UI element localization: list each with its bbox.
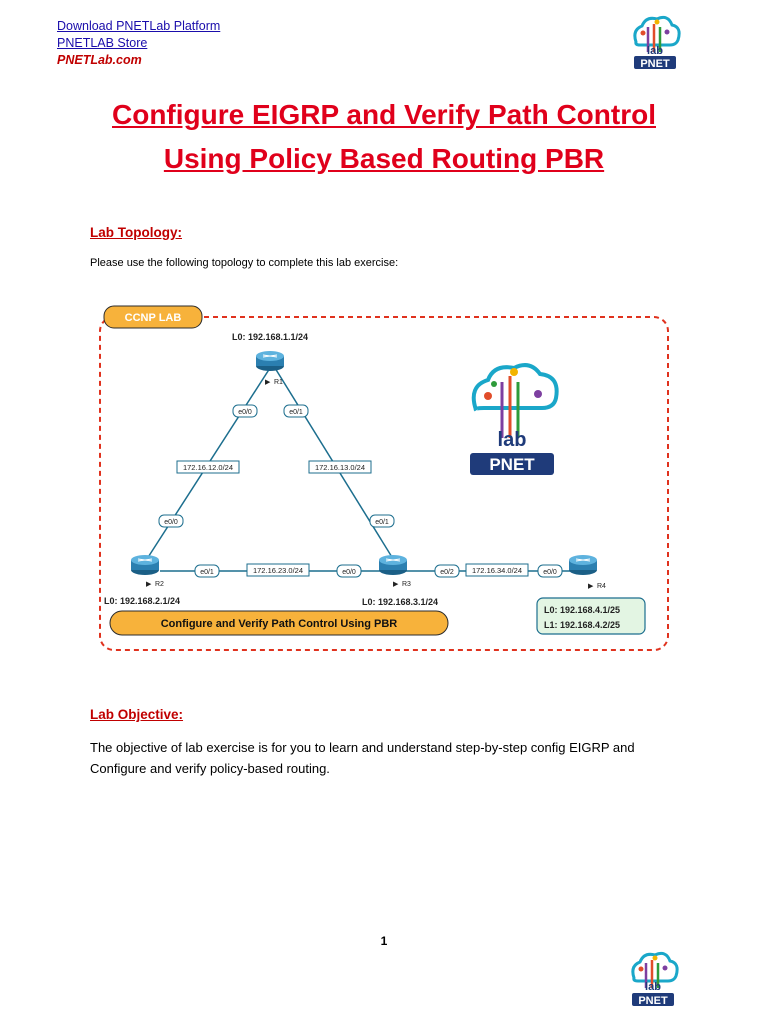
r1-arrow: ▶ bbox=[265, 379, 271, 386]
lab-objective-heading: Lab Objective: bbox=[90, 707, 184, 722]
if-r4-e0-0: e0/0 bbox=[543, 569, 557, 576]
network-topology-diagram: CCNP LAB L0: 192.168.1.1/24 ▶ R1 ▶ R2 L0… bbox=[99, 305, 669, 651]
r2-name: R2 bbox=[155, 581, 164, 588]
lab-topology-intro: Please use the following topology to com… bbox=[90, 257, 399, 269]
logo-brand-text: PNET bbox=[640, 58, 670, 70]
subnet-r1-r3: 172.16.13.0/24 bbox=[315, 463, 365, 472]
pnetlab-store-link[interactable]: PNETLAB Store bbox=[57, 36, 148, 50]
r4-name: R4 bbox=[597, 583, 606, 590]
if-r3-e0-1: e0/1 bbox=[375, 519, 389, 526]
header-links: Download PNETLab Platform PNETLAB Store … bbox=[57, 18, 220, 69]
r3-arrow: ▶ bbox=[393, 581, 399, 588]
r4-loopback-1: L1: 192.168.4.2/25 bbox=[544, 620, 620, 630]
r4-arrow: ▶ bbox=[588, 583, 594, 590]
r1-name: R1 bbox=[274, 379, 283, 386]
if-r3-e0-2: e0/2 bbox=[440, 569, 454, 576]
ccnp-lab-label: CCNP LAB bbox=[125, 312, 182, 324]
pnet-lab-logo-icon: lab PNET bbox=[470, 363, 559, 475]
r2-loopback-label: L0: 192.168.2.1/24 bbox=[104, 596, 180, 606]
r4-loopback-box bbox=[536, 597, 646, 635]
router-r4-icon[interactable] bbox=[569, 555, 597, 575]
r3-loopback-label: L0: 192.168.3.1/24 bbox=[362, 597, 438, 607]
r3-name: R3 bbox=[402, 581, 411, 588]
if-r2-e0-1: e0/1 bbox=[200, 569, 214, 576]
pnet-logo-footer-icon: lab PNET bbox=[631, 952, 679, 1007]
diagram-logo-brand-text: PNET bbox=[489, 455, 535, 474]
subnet-r2-r3: 172.16.23.0/24 bbox=[253, 566, 303, 575]
pnetlab-site-link[interactable]: PNETLab.com bbox=[57, 53, 142, 67]
page-title: Configure EIGRP and Verify Path Control … bbox=[0, 93, 768, 181]
page-number: 1 bbox=[380, 934, 388, 948]
router-r1-icon[interactable] bbox=[256, 351, 284, 371]
lab-topology-heading: Lab Topology: bbox=[90, 225, 182, 240]
if-r1-e0-0: e0/0 bbox=[238, 409, 252, 416]
router-r3-icon[interactable] bbox=[379, 555, 407, 575]
if-r1-e0-1: e0/1 bbox=[289, 409, 303, 416]
pbr-banner bbox=[109, 610, 449, 636]
router-r2-icon[interactable] bbox=[131, 555, 159, 575]
lab-frame bbox=[99, 316, 669, 651]
pbr-banner-text: Configure and Verify Path Control Using … bbox=[161, 618, 398, 630]
download-pnetlab-link[interactable]: Download PNETLab Platform bbox=[57, 19, 221, 33]
title-line-2: Using Policy Based Routing PBR bbox=[163, 143, 605, 174]
r2-arrow: ▶ bbox=[146, 581, 152, 588]
footer-logo-sub-text: lab bbox=[645, 981, 661, 993]
r1-loopback-label: L0: 192.168.1.1/24 bbox=[232, 332, 308, 342]
ccnp-lab-tag bbox=[103, 305, 203, 329]
r4-loopback-0: L0: 192.168.4.1/25 bbox=[544, 605, 620, 615]
lab-objective-text: The objective of lab exercise is for you… bbox=[90, 740, 635, 776]
if-r2-e0-0: e0/0 bbox=[164, 519, 178, 526]
pnet-logo-icon: lab PNET bbox=[633, 16, 681, 70]
subnet-r1-r2: 172.16.12.0/24 bbox=[183, 463, 233, 472]
footer-logo-brand-text: PNET bbox=[638, 995, 668, 1007]
subnet-r3-r4: 172.16.34.0/24 bbox=[472, 566, 522, 575]
diagram-logo-sub-text: lab bbox=[498, 429, 527, 451]
if-r3-e0-0: e0/0 bbox=[342, 569, 356, 576]
logo-sub-text: lab bbox=[647, 45, 663, 57]
title-line-1: Configure EIGRP and Verify Path Control bbox=[112, 99, 656, 130]
